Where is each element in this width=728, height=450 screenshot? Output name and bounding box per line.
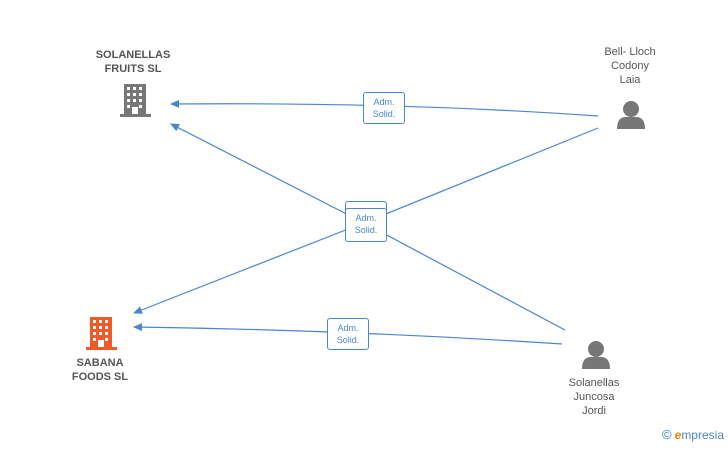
node-label-bell-lloch[interactable]: Bell- Lloch Codony Laia (604, 46, 656, 86)
brand-name: mpresia (681, 428, 724, 442)
edge-label[interactable]: Adm. Solid. (327, 318, 369, 350)
person-icon[interactable] (617, 101, 645, 129)
copyright-symbol: © (662, 427, 672, 442)
empresia-watermark[interactable]: ©empresia (662, 427, 724, 442)
node-label-solanellas-fruits[interactable]: SOLANELLAS FRUITS SL (95, 49, 171, 75)
person-icon[interactable] (582, 341, 610, 369)
edge-label[interactable]: Adm. Solid. (363, 92, 405, 124)
brand-initial: e (674, 428, 682, 442)
node-label-solanellas-juncosa[interactable]: Solanellas Juncosa Jordi (568, 377, 620, 417)
building-icon[interactable] (86, 317, 117, 350)
node-label-sabana-foods[interactable]: SABANA FOODS SL (71, 357, 129, 383)
edge-label[interactable]: Adm. Solid. (345, 208, 387, 242)
building-icon[interactable] (120, 84, 151, 117)
